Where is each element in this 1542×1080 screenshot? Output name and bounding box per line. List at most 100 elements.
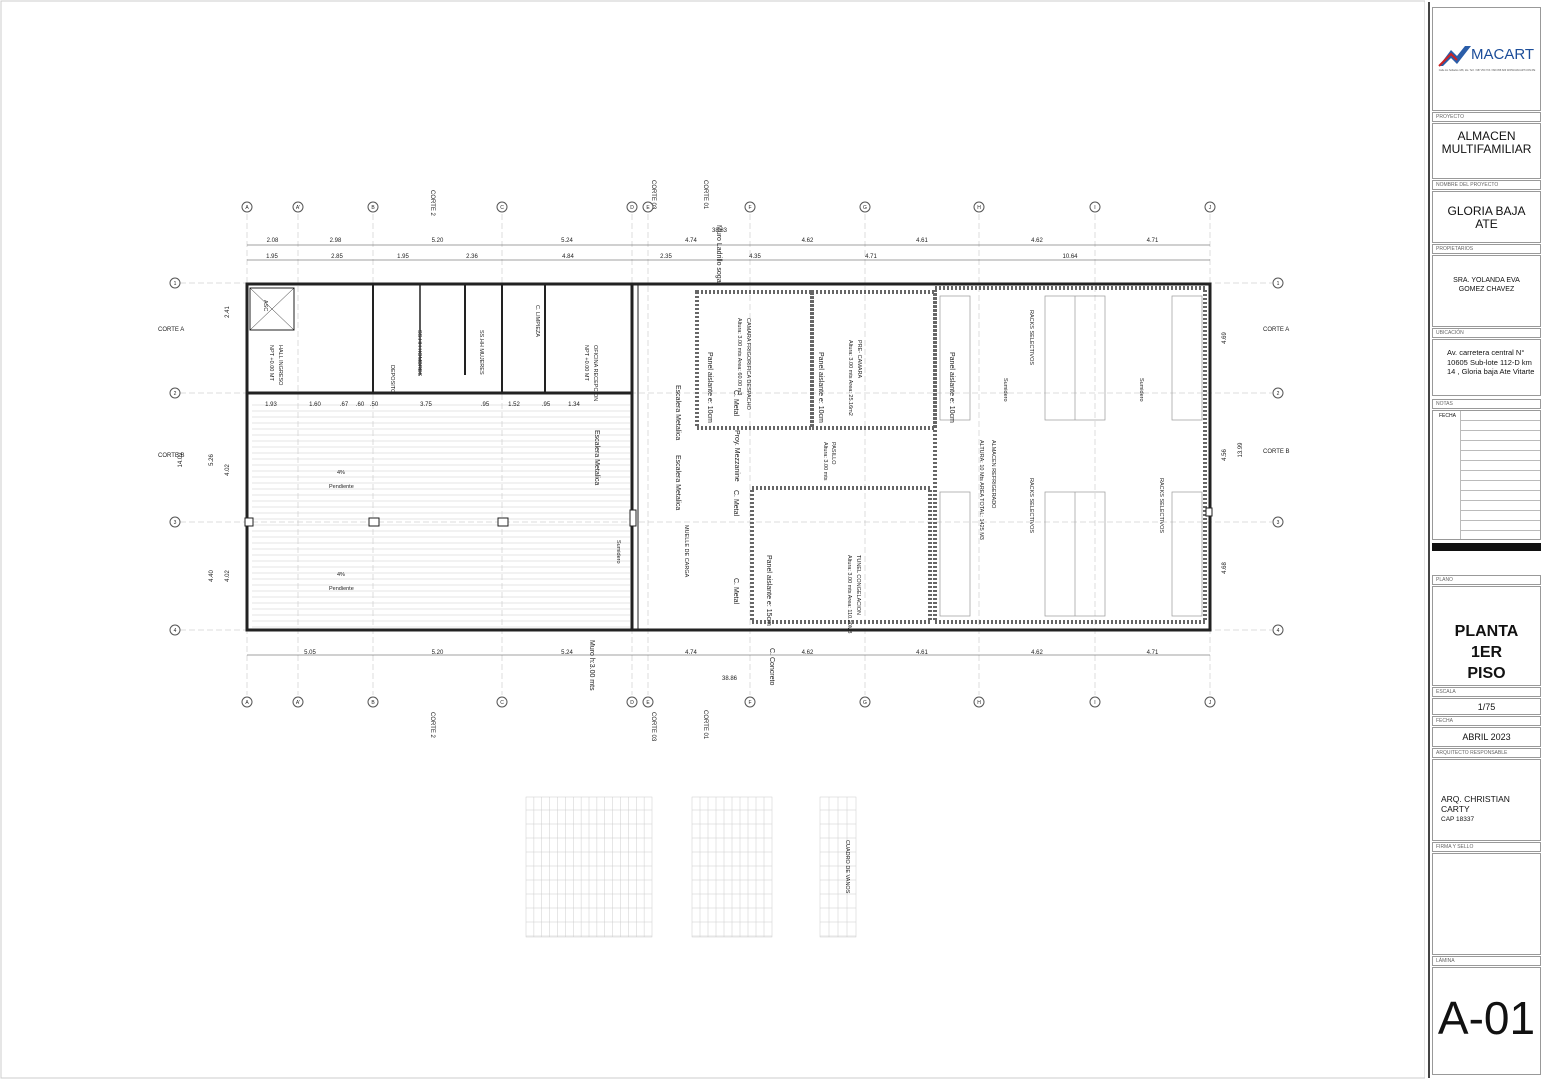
arquitecto-value: ARQ. CHRISTIAN CARTY: [1441, 794, 1510, 814]
label-c-metal-2: C. Metal: [732, 490, 739, 517]
room-almacen: ALMACEN REFRIGERADO: [990, 440, 996, 509]
firma-label: FIRMA Y SELLO: [1432, 842, 1541, 852]
dim-top: 5.24: [561, 238, 573, 244]
firma-box: [1432, 853, 1541, 955]
room-precamara-data: Altura: 3.00 mts Area: 25.16m2: [847, 340, 853, 416]
fecha-value: ABRIL 2023: [1432, 727, 1541, 747]
dim-top: 4.62: [1031, 238, 1043, 244]
grid-label: D: [630, 700, 634, 706]
escala-label: ESCALA: [1432, 687, 1541, 697]
nombre-value: GLORIA BAJA ATE: [1432, 191, 1541, 243]
label-panel-2: Panel aislante e: 10cm: [817, 352, 824, 423]
grid-bubble: [1089, 696, 1101, 708]
dim-top: 4.71: [1147, 238, 1159, 244]
grid-label: E: [646, 205, 650, 211]
dim-mid: .50: [370, 402, 379, 408]
grid-bubble: [744, 696, 756, 708]
separator-bar: [1432, 543, 1541, 551]
notas-fecha-column: FECHA: [1433, 411, 1461, 539]
room-tunel-data: Altura: 3.00 mts Area: 110.20M3: [846, 555, 852, 633]
label-racks-1: RACKS SELECTIVOS: [1028, 310, 1034, 365]
dim-mid: 1.52: [508, 402, 520, 408]
macart-logo-mark-icon: [1438, 46, 1471, 67]
room-almacen-data: ALTURA: 10 Mts AREA TOTAL: 1425 M3: [978, 440, 984, 540]
label-mezzanine: Proy. Mezzanine: [733, 430, 740, 482]
grid-bubble: [1204, 696, 1216, 708]
grid-label: J: [1209, 205, 1212, 211]
proyecto-label: PROYECTO: [1432, 112, 1541, 122]
dim-right: 4.69: [1222, 332, 1228, 344]
grid-bubble: [744, 201, 756, 213]
dim-right: 13.99: [1238, 442, 1244, 458]
logo-text: MACART: [1471, 46, 1535, 63]
grid-bubble: [626, 696, 638, 708]
dim-mid: .60: [356, 402, 365, 408]
dim-bottom: 4.61: [916, 650, 928, 656]
grid-label: J: [1209, 700, 1212, 706]
grid-label: A: [245, 205, 249, 211]
label-escalera-1: Escalera Metalica: [674, 385, 681, 440]
grid-label: 1: [174, 281, 177, 287]
notas-label: NOTAS: [1432, 399, 1541, 409]
grid-label: 3: [1277, 520, 1280, 526]
grid-bubble: [169, 624, 181, 636]
grid-label: I: [1094, 205, 1095, 211]
grid-bubble: [241, 201, 253, 213]
label-pendiente-2: Pendiente: [329, 586, 354, 592]
grid-bubble: [1272, 277, 1284, 289]
ramp-hatch: [252, 404, 630, 628]
section-corte-03-top: CORTE 03: [650, 180, 656, 210]
label-c-metal-1: C. Metal: [732, 390, 739, 417]
dim-top-detail: 2.85: [331, 254, 343, 260]
grid-bubble: [859, 201, 871, 213]
grid-label: 3: [174, 520, 177, 526]
label-escalera-2: Escalera Metalica: [674, 455, 681, 510]
grid-bubble: [292, 201, 304, 213]
grid-label: C: [500, 700, 504, 706]
grid-bubble: [1272, 624, 1284, 636]
dim-mid: 3.75: [420, 402, 432, 408]
room-pasillo-data: Altura: 3.00 mts: [822, 442, 828, 481]
title-block: MACART Calle los Sollados 188, dto. Telf…: [1428, 2, 1541, 1078]
grid-bubble: [859, 696, 871, 708]
arquitecto-cap: CAP 18337: [1441, 816, 1475, 823]
grid-bubble: [367, 201, 379, 213]
room-asc: ASC: [262, 300, 268, 311]
grid-label: B: [371, 700, 375, 706]
label-muro-ladrillo: Muro Ladrillo soga: [715, 225, 722, 283]
grid-bubble: [292, 696, 304, 708]
dim-bottom: 5.24: [561, 650, 573, 656]
grid-bubble: [1089, 201, 1101, 213]
grid-bubble: [367, 696, 379, 708]
label-c-concreto: C. Concreto: [768, 648, 775, 685]
dim-bottom: 4.62: [802, 650, 814, 656]
proyecto-value: ALMACEN MULTIFAMILIAR: [1432, 123, 1541, 179]
ubicacion-label: UBICACIÓN: [1432, 328, 1541, 338]
grid-bubble: [169, 516, 181, 528]
arquitecto-label: ARQUITECTO RESPONSABLE: [1432, 748, 1541, 758]
room-muelle: MUELLE DE CARGA: [683, 525, 689, 578]
dim-bottom: 4.74: [685, 650, 697, 656]
label-racks-3: RACKS SELECTIVOS: [1158, 478, 1164, 533]
nombre-label: NOMBRE DEL PROYECTO: [1432, 180, 1541, 190]
logo-subtext: Calle los Sollados 188, dto. Telf. / 987…: [1438, 69, 1536, 72]
dim-right: 4.56: [1222, 449, 1228, 461]
room-precamara: PRE- CAMARA: [856, 340, 862, 379]
dim-left: 14.09: [178, 452, 184, 468]
dim-mid: .95: [542, 402, 551, 408]
grid-label: C: [500, 205, 504, 211]
grid-label: G: [863, 700, 867, 706]
grid-label: F: [748, 205, 751, 211]
grid-bubble: [496, 696, 508, 708]
dim-bottom: 5.20: [432, 650, 444, 656]
dim-top-detail: 2.36: [466, 254, 478, 260]
escala-value: 1/75: [1432, 698, 1541, 715]
grid-label: G: [863, 205, 867, 211]
dim-mid: .95: [481, 402, 490, 408]
label-sumidero-1: Sumidero: [1002, 378, 1008, 402]
label-slope-2: 4%: [337, 572, 345, 578]
dim-mid: 1.34: [568, 402, 580, 408]
grid-label: F: [748, 700, 751, 706]
grid-label: B: [371, 205, 375, 211]
grid-bubble: [1272, 516, 1284, 528]
